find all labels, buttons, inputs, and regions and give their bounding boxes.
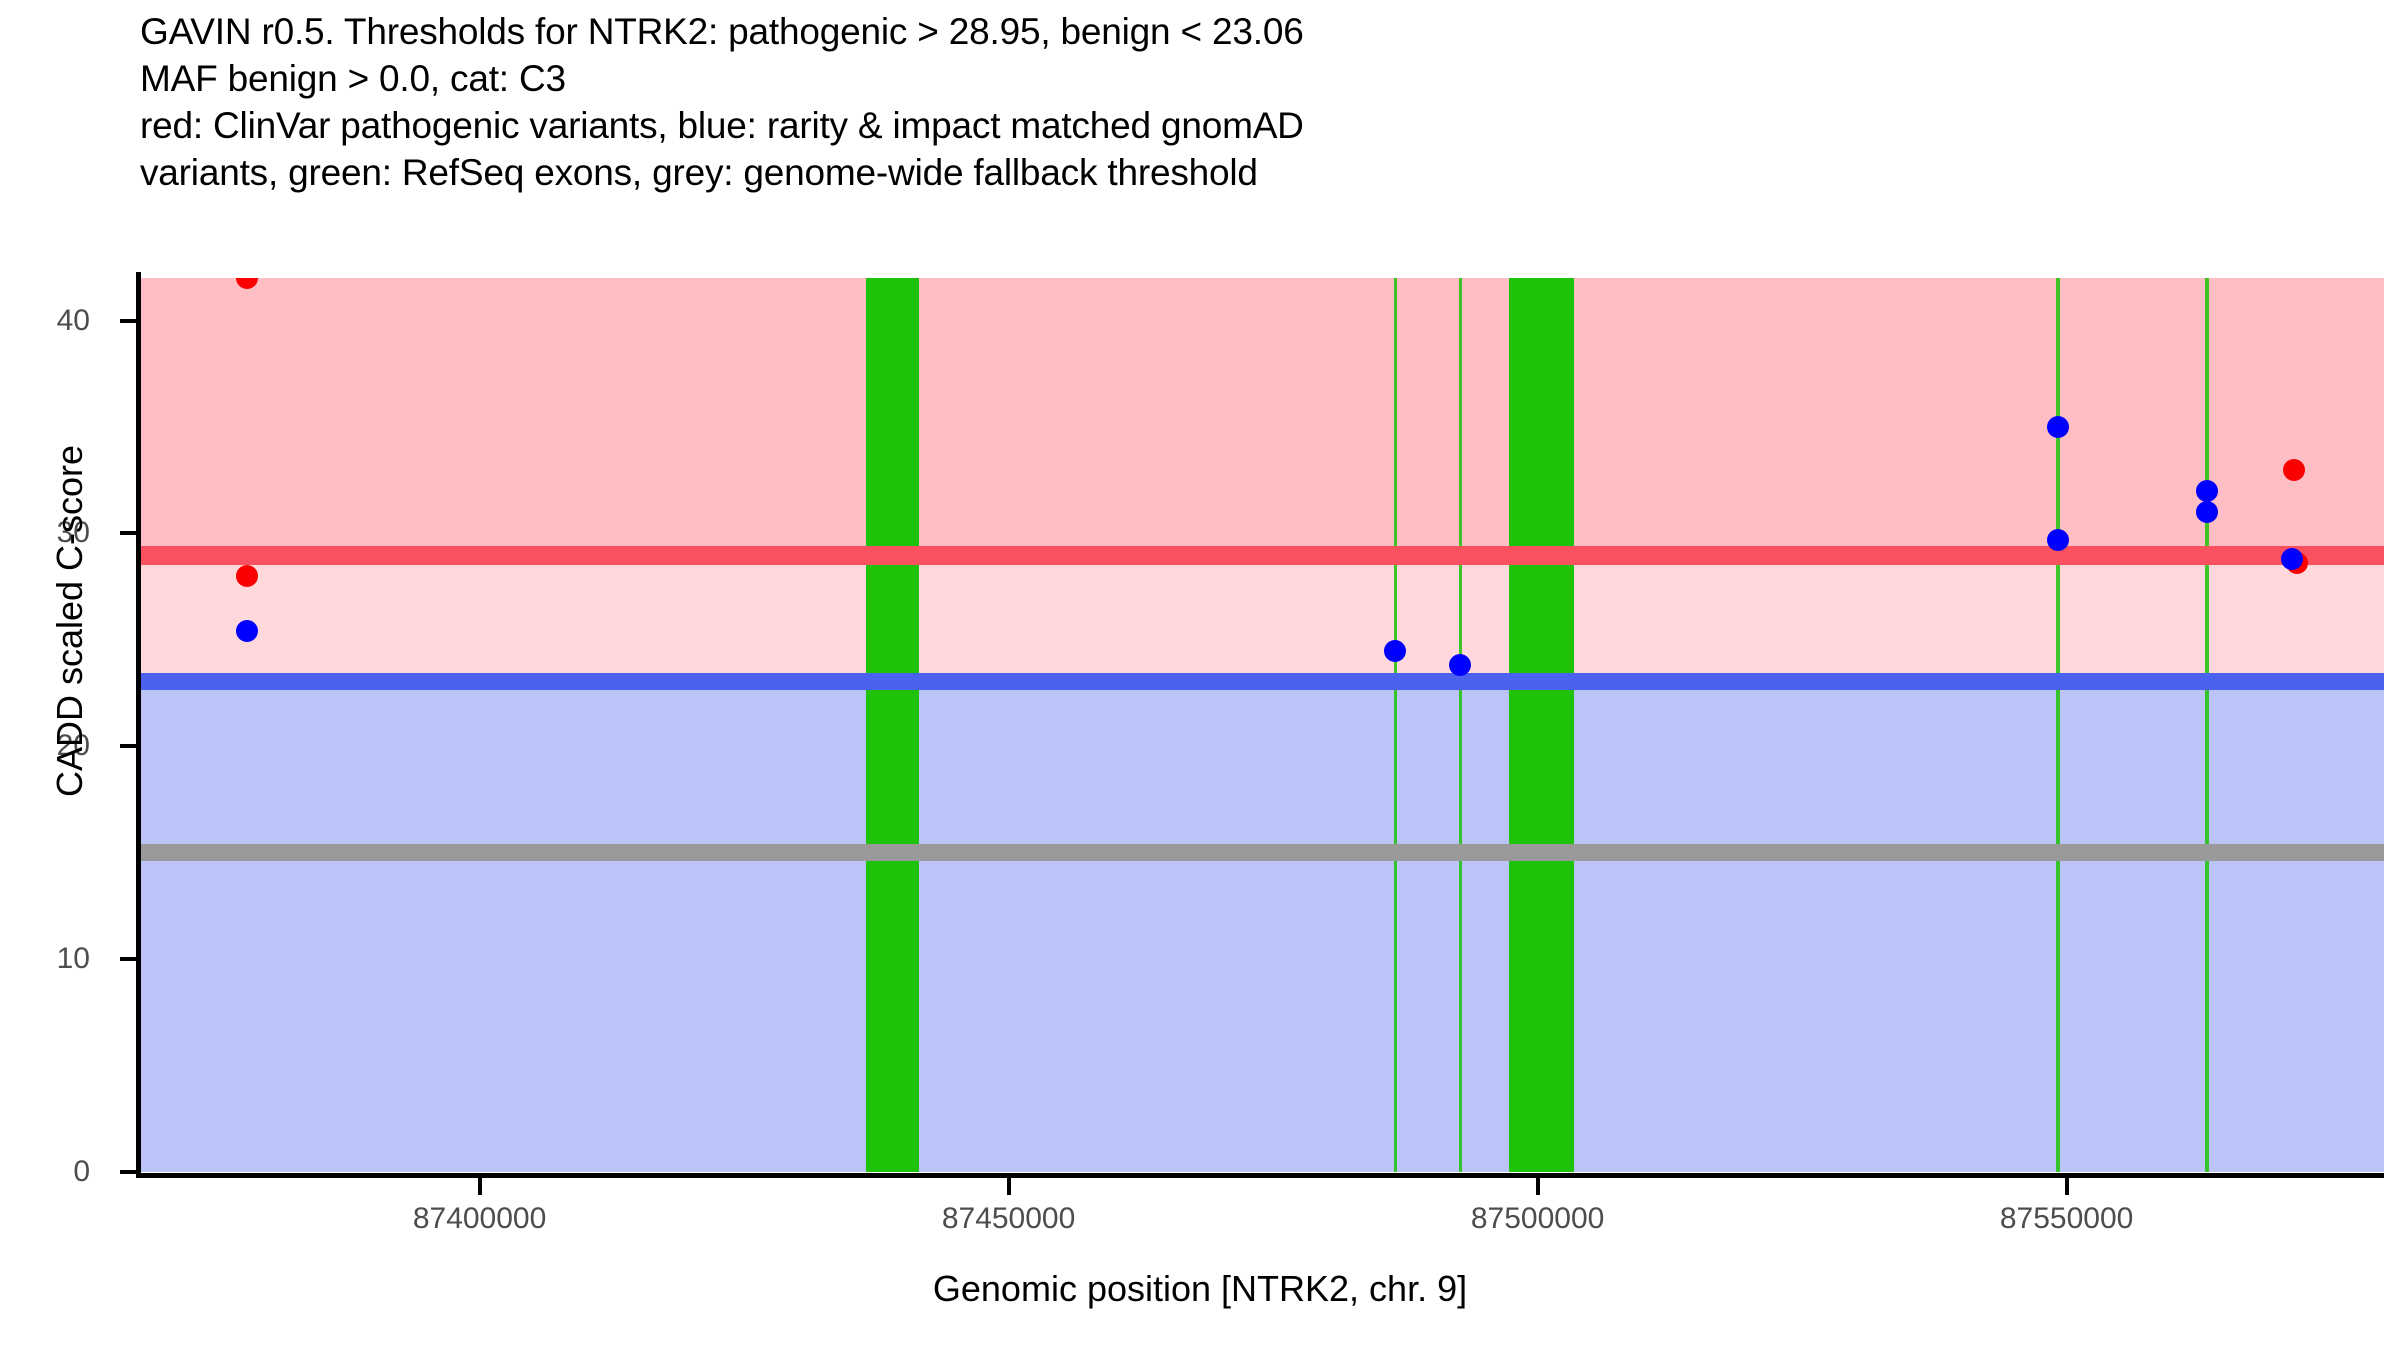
y-tick-label: 0 xyxy=(73,1155,90,1188)
exon-marker xyxy=(1459,278,1463,1172)
gnomad-variant-point xyxy=(1449,654,1472,677)
y-tick-label: 10 xyxy=(56,942,90,976)
gnomad-variant-point xyxy=(2196,501,2219,524)
pathogenic-variant-point xyxy=(235,565,258,587)
benign-score-field xyxy=(141,681,2384,1172)
exon-marker xyxy=(2056,278,2061,1172)
x-axis-line xyxy=(136,1173,2384,1178)
pathogenic-variant-point xyxy=(2283,458,2306,481)
exon-marker xyxy=(865,278,919,1172)
x-tick-mark xyxy=(1006,1178,1011,1195)
plot-title: GAVIN r0.5. Thresholds for NTRK2: pathog… xyxy=(140,8,2340,196)
x-tick-label: 87400000 xyxy=(412,1202,547,1235)
benign-threshold-line xyxy=(141,672,2384,690)
y-tick-label: 30 xyxy=(56,516,90,550)
gnomad-variant-point xyxy=(2196,479,2219,502)
y-axis-line xyxy=(136,272,141,1178)
y-tick-mark xyxy=(120,744,136,749)
exon-marker xyxy=(1393,278,1397,1172)
x-axis-title: Genomic position [NTRK2, chr. 9] xyxy=(932,1268,1468,1309)
title-line-4: variants, green: RefSeq exons, grey: gen… xyxy=(140,152,1258,193)
y-tick-label: 40 xyxy=(56,303,90,337)
gnomad-variant-point xyxy=(1383,639,1406,662)
y-tick-mark xyxy=(120,531,136,536)
title-line-3: red: ClinVar pathogenic variants, blue: … xyxy=(140,105,1304,146)
y-axis-title: CADD scaled C-score xyxy=(49,444,90,798)
gnomad-variant-point xyxy=(2280,547,2303,570)
title-line-1: GAVIN r0.5. Thresholds for NTRK2: pathog… xyxy=(140,11,1304,52)
y-tick-mark xyxy=(120,957,136,962)
x-tick-mark xyxy=(477,1178,482,1195)
x-tick-mark xyxy=(1535,1178,1540,1195)
exon-marker xyxy=(1509,278,1574,1172)
x-tick-label: 87550000 xyxy=(1999,1202,2134,1235)
pathogenic-variant-point xyxy=(235,278,258,289)
pathogenic-threshold-line xyxy=(141,546,2384,566)
title-line-2: MAF benign > 0.0, cat: C3 xyxy=(140,58,566,99)
fallback-threshold-line xyxy=(141,844,2384,862)
y-tick-label: 20 xyxy=(56,729,90,763)
ambiguous-score-field xyxy=(141,555,2384,682)
exon-marker xyxy=(2205,278,2210,1172)
gnomad-variant-point xyxy=(2047,416,2070,438)
x-tick-label: 87500000 xyxy=(1470,1202,1605,1235)
gnomad-variant-point xyxy=(2047,528,2070,551)
y-tick-mark xyxy=(120,318,136,323)
x-tick-label: 87450000 xyxy=(941,1202,1076,1235)
pathogenic-score-field xyxy=(141,278,2384,556)
gnomad-variant-point xyxy=(235,620,258,643)
y-tick-mark xyxy=(120,1170,136,1174)
plot-panel xyxy=(141,278,2384,1172)
x-tick-mark xyxy=(2064,1178,2069,1195)
